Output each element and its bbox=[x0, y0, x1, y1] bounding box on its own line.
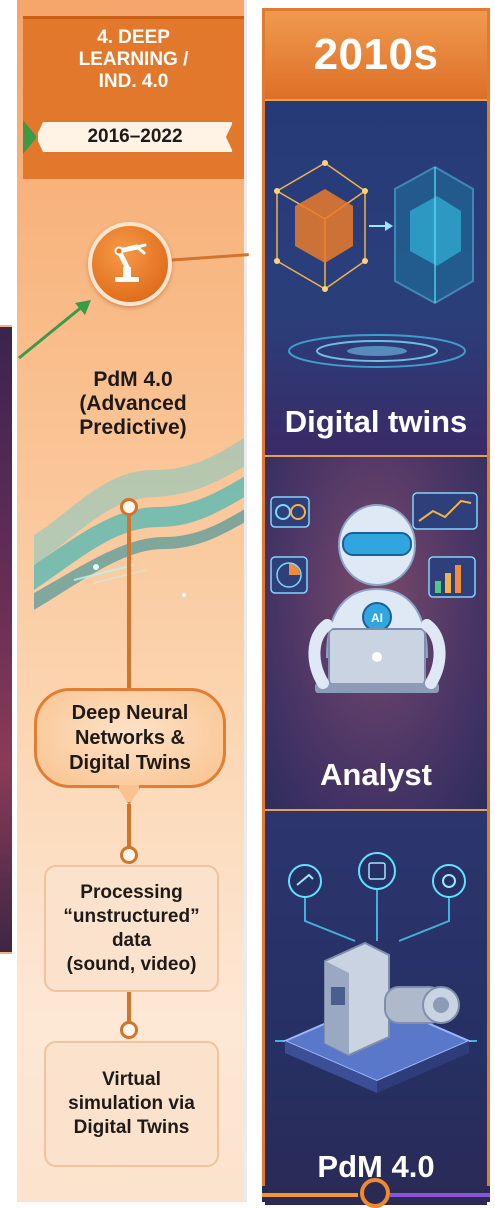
era-column: 2010s Digital twins bbox=[262, 8, 490, 1205]
phase-title: 4. DEEP LEARNING / IND. 4.0 bbox=[78, 27, 189, 92]
timeline-dot bbox=[120, 1021, 138, 1039]
timeline-dot bbox=[120, 498, 138, 516]
robot-arm-badge bbox=[88, 222, 172, 306]
phase-column bbox=[17, 0, 247, 1202]
previous-phase-panel-edge bbox=[0, 325, 12, 954]
panel-label: Analyst bbox=[320, 757, 432, 792]
wave-decoration bbox=[34, 437, 244, 610]
feature-card: Processing “unstructured” data (sound, v… bbox=[44, 865, 219, 992]
era-header: 2010s bbox=[265, 11, 487, 99]
feature-card: Virtual simulation via Digital Twins bbox=[44, 1041, 219, 1167]
green-arrow-icon bbox=[18, 300, 91, 360]
era-panel-digital-twins: Digital twins bbox=[265, 99, 487, 455]
timeline-node-icon bbox=[360, 1178, 390, 1208]
timeline-line bbox=[127, 804, 131, 852]
svg-text:AI: AI bbox=[371, 611, 383, 625]
era-panel-pdm: PdM 4.0 bbox=[265, 809, 487, 1205]
robot-arm-icon bbox=[114, 243, 147, 282]
phase-header: 4. DEEP LEARNING / IND. 4.0 bbox=[23, 16, 244, 179]
era-footer-timeline bbox=[262, 1178, 490, 1208]
timeline-segment-orange bbox=[262, 1193, 358, 1197]
timeline-line bbox=[127, 992, 131, 1028]
era-panel-analyst: AI Analyst bbox=[265, 455, 487, 809]
timeline-dot bbox=[120, 846, 138, 864]
timeline-segment-purple bbox=[390, 1193, 490, 1197]
ai-robot-analyst-icon: AI bbox=[270, 492, 478, 693]
timeline-line bbox=[127, 505, 131, 691]
digital-twin-cubes-icon bbox=[274, 160, 474, 368]
phase-years-ribbon: 2016–2022 bbox=[36, 120, 234, 154]
connected-machine-icon bbox=[275, 852, 477, 1093]
panel-label: Digital twins bbox=[284, 404, 468, 439]
key-technology-bubble: Deep Neural Networks & Digital Twins bbox=[34, 688, 226, 788]
era-title: 2010s bbox=[313, 30, 439, 79]
milestone-label: PdM 4.0 (Advanced Predictive) bbox=[79, 368, 187, 439]
